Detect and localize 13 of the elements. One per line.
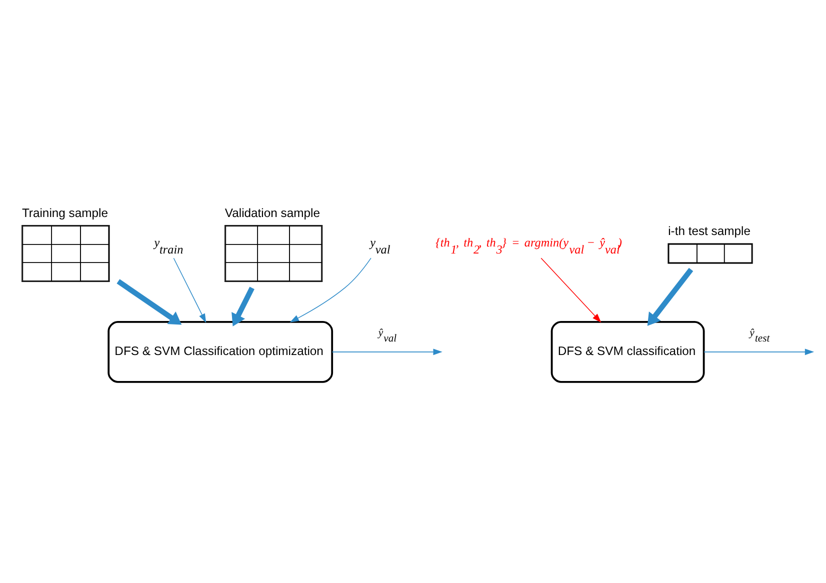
arrow	[332, 348, 442, 356]
arrow	[116, 279, 182, 325]
node-label: Validation sample	[224, 206, 320, 220]
node-box: DFS & SVM classification	[550, 320, 705, 383]
arrow	[704, 348, 814, 356]
arrow	[232, 286, 254, 326]
arrow	[540, 258, 602, 323]
arrow	[173, 258, 206, 323]
node-box: DFS & SVM Classification optimization	[108, 320, 334, 383]
arrow	[647, 268, 694, 326]
node-label: Training sample	[22, 206, 108, 220]
arrow	[290, 258, 372, 322]
node-label: i-th test sample	[668, 224, 751, 238]
